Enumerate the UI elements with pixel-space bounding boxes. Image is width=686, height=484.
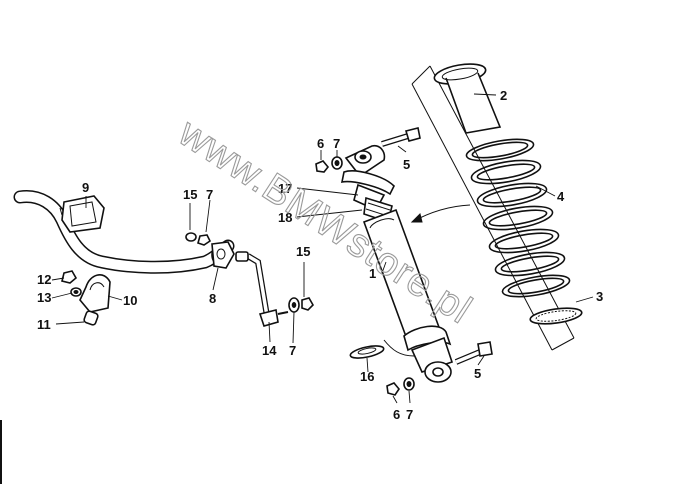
callout-bolt-upper: 5 [403, 157, 410, 172]
callout-stop-plate: 16 [360, 369, 374, 384]
coil-spring-part [465, 138, 571, 298]
screw-part [83, 310, 99, 326]
rubber-mount-part [59, 195, 105, 233]
bolt-lower-part [454, 341, 493, 365]
callout-bolt-lower: 5 [474, 366, 481, 381]
link-part [211, 241, 235, 269]
washer-bracket-part [70, 287, 82, 297]
callout-nut-link-lower: 7 [289, 343, 296, 358]
callout-link: 8 [209, 291, 216, 306]
spring-pad-part [529, 307, 583, 325]
washer-lower-part [386, 382, 400, 396]
callout-washer-upper: 6 [317, 136, 324, 151]
stabilizer-bar [13, 190, 235, 274]
watermark-text: www.BMWstore.pl [170, 110, 480, 332]
nut-link-upper-part [197, 234, 212, 246]
washer-link-upper-part [185, 232, 197, 242]
link-bolt-part [235, 251, 289, 327]
stop-plate-part [349, 345, 385, 359]
callout-labels: 1 2 3 4 5 5 6 6 7 7 7 7 8 9 10 11 12 13 … [37, 88, 603, 422]
assembly-arrow [410, 204, 471, 223]
washer-link-lower-part [288, 297, 300, 313]
nut-bracket-part [61, 270, 78, 284]
callout-spring-pad: 3 [596, 289, 603, 304]
callout-rubber-mount: 9 [82, 180, 89, 195]
shock-absorber-part [340, 144, 454, 383]
callout-bump-stop: 17 [278, 181, 292, 196]
spring-boot-part [433, 63, 502, 134]
washer-upper-part [315, 160, 330, 173]
callout-washer-link-lower: 15 [296, 244, 310, 259]
callout-nut-lower: 7 [406, 407, 413, 422]
callout-spring-boot: 2 [500, 88, 507, 103]
callout-washer-bracket: 13 [37, 290, 51, 305]
callout-dust-cover: 18 [278, 210, 292, 225]
nut-lower-part [403, 377, 415, 391]
callout-screw: 11 [37, 317, 51, 332]
callout-link-bolt: 14 [262, 343, 277, 358]
callout-washer-link-upper: 15 [183, 187, 197, 202]
callout-bracket: 10 [123, 293, 137, 308]
callout-nut-link-upper: 7 [206, 187, 213, 202]
callout-shock-absorber: 1 [369, 266, 376, 281]
bracket-part [79, 274, 111, 313]
nut-link-lower-part [301, 297, 314, 311]
leader-lines [51, 93, 594, 404]
bolt-upper-part [381, 127, 421, 147]
nut-upper-part [331, 156, 343, 170]
callout-coil-spring: 4 [557, 189, 565, 204]
callout-nut-bracket: 12 [37, 272, 51, 287]
callout-nut-upper: 7 [333, 136, 340, 151]
callout-washer-lower: 6 [393, 407, 400, 422]
